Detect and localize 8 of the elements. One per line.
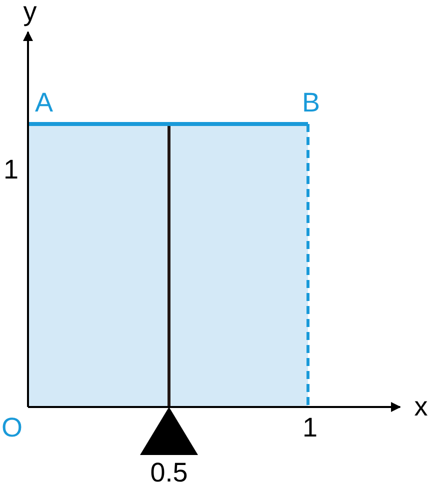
tick-label: 1 [3,156,19,184]
point-label: B [302,90,320,116]
axis-label: y [23,0,37,26]
tick-label: 1 [302,414,318,442]
axis-label: x [414,394,428,420]
point-label: A [35,90,53,116]
tick-label: 0.5 [150,460,188,486]
origin-label: O [2,414,22,442]
